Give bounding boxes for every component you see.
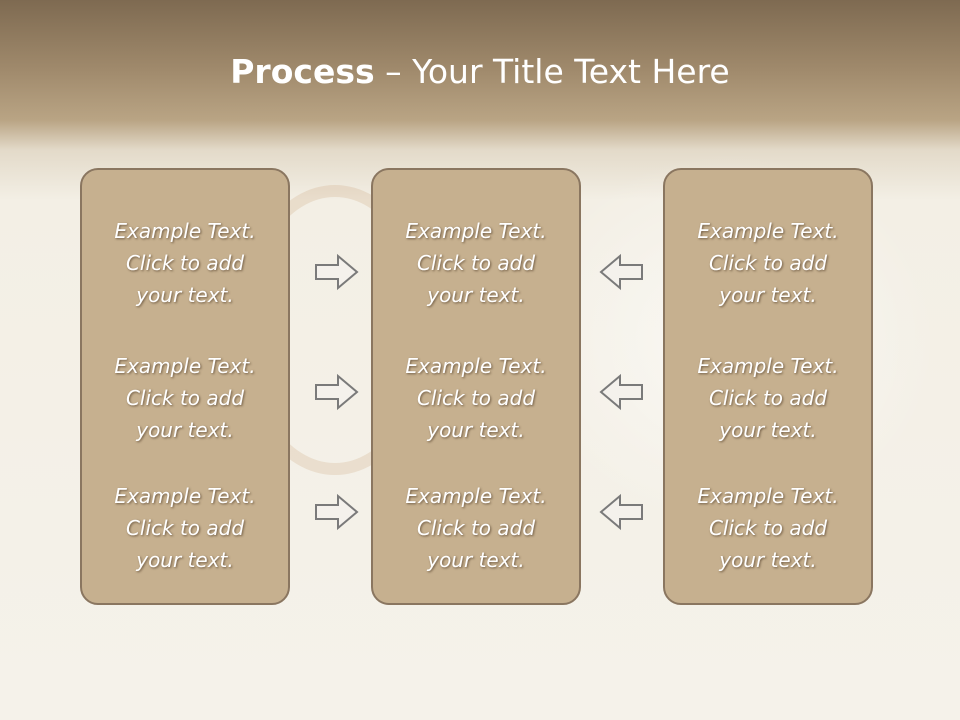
panel-text-block[interactable]: Example Text. Click to add your text.	[665, 215, 871, 311]
text-line: Example Text.	[697, 354, 839, 378]
panel-text-block[interactable]: Example Text. Click to add your text.	[82, 215, 288, 311]
text-line: your text.	[136, 283, 234, 307]
text-line: Click to add	[708, 516, 828, 540]
text-line: Example Text.	[405, 484, 547, 508]
panel-text-block[interactable]: Example Text. Click to add your text.	[373, 215, 579, 311]
process-panel-right[interactable]: Example Text. Click to add your text. Ex…	[663, 168, 873, 605]
panel-text-block[interactable]: Example Text. Click to add your text.	[82, 480, 288, 576]
text-line: your text.	[427, 418, 525, 442]
panel-text-block[interactable]: Example Text. Click to add your text.	[665, 350, 871, 446]
text-line: your text.	[136, 548, 234, 572]
left-arrow-icon	[599, 253, 643, 291]
text-line: Example Text.	[114, 484, 256, 508]
text-line: Click to add	[416, 386, 536, 410]
text-line: Click to add	[708, 386, 828, 410]
panel-text-block[interactable]: Example Text. Click to add your text.	[665, 480, 871, 576]
title-rest: – Your Title Text Here	[374, 52, 730, 91]
slide-title[interactable]: Process – Your Title Text Here	[0, 52, 960, 91]
text-line: your text.	[719, 283, 817, 307]
text-line: your text.	[719, 548, 817, 572]
text-line: Example Text.	[114, 219, 256, 243]
process-panel-middle[interactable]: Example Text. Click to add your text. Ex…	[371, 168, 581, 605]
left-arrow-icon	[599, 373, 643, 411]
right-arrow-icon	[315, 493, 359, 531]
text-line: Click to add	[125, 251, 245, 275]
text-line: your text.	[719, 418, 817, 442]
left-arrow-icon	[599, 493, 643, 531]
panel-text-block[interactable]: Example Text. Click to add your text.	[82, 350, 288, 446]
text-line: your text.	[427, 548, 525, 572]
text-line: Click to add	[125, 386, 245, 410]
text-line: Click to add	[125, 516, 245, 540]
process-panel-left[interactable]: Example Text. Click to add your text. Ex…	[80, 168, 290, 605]
right-arrow-icon	[315, 373, 359, 411]
text-line: Example Text.	[405, 354, 547, 378]
text-line: Example Text.	[697, 219, 839, 243]
panel-text-block[interactable]: Example Text. Click to add your text.	[373, 480, 579, 576]
text-line: Example Text.	[114, 354, 256, 378]
text-line: Example Text.	[697, 484, 839, 508]
panel-text-block[interactable]: Example Text. Click to add your text.	[373, 350, 579, 446]
text-line: Click to add	[708, 251, 828, 275]
text-line: Click to add	[416, 251, 536, 275]
text-line: your text.	[427, 283, 525, 307]
text-line: your text.	[136, 418, 234, 442]
text-line: Example Text.	[405, 219, 547, 243]
right-arrow-icon	[315, 253, 359, 291]
text-line: Click to add	[416, 516, 536, 540]
title-bold: Process	[230, 52, 375, 91]
